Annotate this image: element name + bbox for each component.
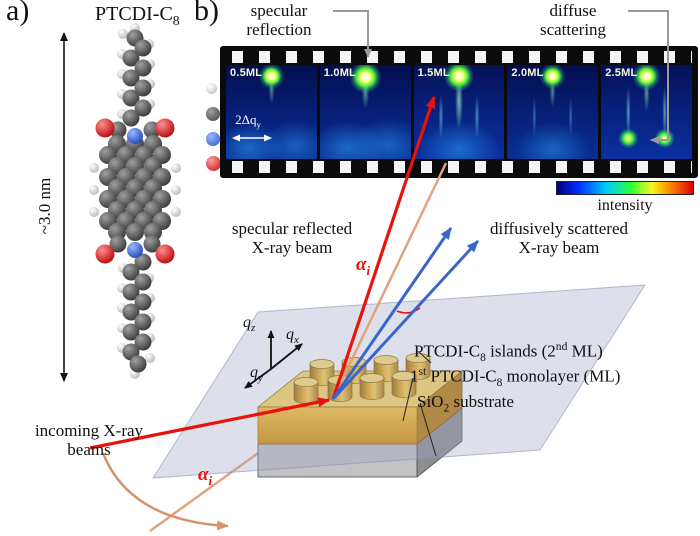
specular-reflection-label: specular reflection	[246, 1, 312, 40]
qy-axis-label: qy	[250, 364, 263, 384]
alpha-main: α	[198, 464, 209, 485]
islands-p3: islands (2	[485, 341, 556, 361]
qy-main: q	[250, 364, 258, 381]
islands-p1: PTCDI-C	[414, 341, 481, 361]
qx-axis-label: qx	[286, 326, 299, 346]
qz-axis-label: qz	[243, 314, 255, 334]
alpha-sub: i	[208, 472, 213, 488]
molecule-height-label: ~3.0 nm	[35, 177, 54, 235]
alpha-main: α	[356, 254, 367, 275]
q-width-label-sub: y	[256, 119, 261, 130]
q-width-arrow-icon	[232, 134, 273, 142]
islands-p2: 8	[480, 351, 486, 365]
film-sprockets-bottom	[226, 161, 692, 173]
monolayer-p1: 1	[410, 366, 419, 386]
exit-angle-arc	[396, 307, 421, 314]
colorbar-label: intensity	[597, 197, 653, 214]
detector-frame-2-0ml: 2.0ML	[507, 65, 599, 159]
monolayer-p4: 8	[496, 376, 503, 390]
qx-main: q	[286, 326, 294, 343]
monolayer-p2: st	[418, 365, 427, 378]
islands-p5: ML)	[567, 341, 603, 361]
nitrogen-atom-swatch	[206, 131, 220, 146]
intensity-colorbar	[556, 181, 694, 195]
frame-coverage-label: 2.5ML	[605, 67, 638, 79]
carbon-atoms	[99, 29, 171, 373]
frame-coverage-label: 2.0ML	[511, 67, 544, 79]
substrate-p1: SiO	[417, 392, 444, 411]
oxygen-atom-swatch	[206, 156, 221, 171]
islands-label: PTCDI-C8 islands (2nd ML)	[414, 340, 603, 364]
detector-frames: 0.5ML 2Δqy 1.0ML 1.5ML 2.0ML 2.5ML	[226, 65, 692, 159]
qy-sub: y	[258, 372, 263, 385]
detector-frame-1-5ml: 1.5ML	[413, 65, 505, 159]
molecule-height-arrow	[60, 32, 68, 382]
frame-coverage-label: 1.0ML	[323, 67, 356, 79]
monolayer-label: 1st PTCDI-C8 monolayer (ML)	[410, 365, 620, 389]
islands-p4: nd	[555, 340, 568, 353]
film-sprockets-top	[226, 51, 692, 63]
qz-sub: z	[251, 322, 256, 335]
incident-angle-symbol-top: αi	[356, 254, 370, 279]
incoming-beam-label: incoming X-ray beams	[34, 421, 144, 460]
carbon-atom-swatch	[206, 106, 220, 121]
nitrogen-atoms	[127, 128, 143, 258]
molecule-title-main: PTCDI-C	[95, 3, 173, 25]
hydrogen-atom-swatch	[206, 83, 217, 94]
detector-frame-1-0ml: 1.0ML	[319, 65, 411, 159]
substrate-p3: substrate	[449, 392, 514, 411]
panel-a-label: a)	[6, 0, 30, 27]
substrate-label: SiO2 substrate	[417, 392, 514, 414]
alpha-sub: i	[366, 262, 371, 278]
diffuse-scattering-label: diffuse scattering	[539, 1, 607, 40]
q-width-label: 2Δqy	[235, 112, 261, 130]
qx-sub: x	[294, 334, 299, 347]
molecule-model	[89, 23, 181, 379]
incident-angle-symbol-bottom: αi	[198, 464, 212, 489]
specular-beam-label: specular reflected X-ray beam	[231, 219, 353, 258]
panel-b-label: b)	[194, 0, 219, 27]
qz-main: q	[243, 314, 251, 331]
q-width-label-main: 2Δq	[235, 112, 257, 127]
film-strip: 0.5ML 2Δqy 1.0ML 1.5ML 2.0ML 2.5ML	[220, 46, 698, 178]
beam-guide-line-bottom	[149, 397, 334, 533]
molecule-title-sub: 8	[172, 13, 180, 28]
monolayer-p5: monolayer (ML)	[502, 366, 621, 386]
molecule-title: PTCDI-C8	[95, 3, 180, 29]
monolayer-p3: PTCDI-C	[426, 366, 497, 386]
diffuse-beam-label: diffusively scattered X-ray beam	[489, 219, 628, 258]
detector-frame-0-5ml: 0.5ML 2Δqy	[226, 65, 317, 159]
detector-frame-2-5ml: 2.5ML	[601, 65, 692, 159]
frame-coverage-label: 1.5ML	[417, 67, 450, 79]
frame-coverage-label: 0.5ML	[230, 67, 263, 79]
oxygen-atoms	[95, 118, 175, 264]
substrate-p2: 2	[443, 401, 450, 415]
